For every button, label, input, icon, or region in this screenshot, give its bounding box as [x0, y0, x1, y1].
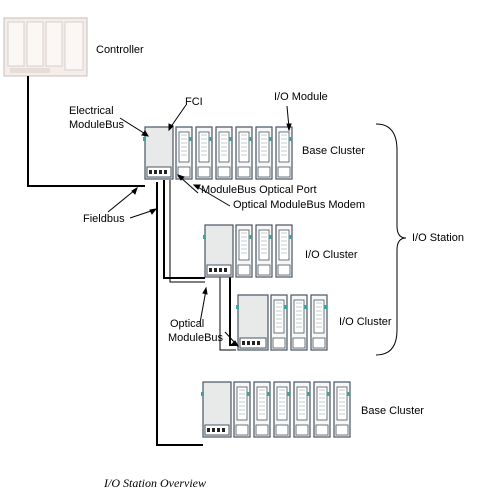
io-module — [290, 294, 308, 351]
io-module — [255, 224, 273, 278]
controller-label: Controller — [96, 44, 144, 56]
optical-modulebus-modem-label: Optical ModuleBus Modem — [233, 199, 365, 211]
controller-unit — [3, 17, 88, 77]
fci-unit — [203, 224, 234, 278]
io-cluster-1-label: I/O Cluster — [305, 249, 358, 261]
base-cluster-bottom — [201, 381, 351, 438]
base-cluster-bottom-label: Base Cluster — [361, 405, 424, 417]
io-module — [293, 381, 311, 438]
bus-wires — [27, 76, 240, 446]
base-cluster-top — [143, 126, 293, 180]
io-module — [273, 381, 291, 438]
io-module — [175, 126, 193, 180]
io-module — [195, 126, 213, 180]
io-module — [310, 294, 328, 351]
base-cluster-top-label: Base Cluster — [302, 145, 365, 157]
io-cluster-2 — [236, 294, 328, 351]
io-module — [270, 294, 288, 351]
io-module-label: I/O Module — [274, 91, 328, 103]
io-module — [255, 126, 273, 180]
io-module — [215, 126, 233, 180]
fci-label: FCI — [185, 96, 203, 108]
io-module — [233, 381, 251, 438]
io-module — [333, 381, 351, 438]
figure-caption: I/O Station Overview — [103, 476, 206, 490]
io-cluster-1 — [203, 224, 293, 278]
io-station-label: I/O Station — [412, 232, 464, 244]
optical-modulebus-label-2: ModuleBus — [168, 332, 224, 344]
io-module — [275, 126, 293, 180]
modulebus-optical-port-label: ModuleBus Optical Port — [201, 184, 317, 196]
electrical-modulebus-label-2: ModuleBus — [69, 119, 125, 131]
electrical-modulebus-label-1: Electrical — [69, 105, 114, 117]
io-module — [235, 126, 253, 180]
optical-modulebus-label-1: Optical — [170, 318, 204, 330]
pointer-arrows — [107, 104, 292, 347]
io-module — [313, 381, 331, 438]
fci-unit — [143, 126, 174, 180]
fci-unit — [201, 381, 232, 438]
io-module — [235, 224, 253, 278]
fci-unit — [236, 294, 269, 351]
io-cluster-2-label: I/O Cluster — [339, 316, 392, 328]
io-station-brace — [375, 123, 407, 356]
io-module — [275, 224, 293, 278]
fieldbus-label: Fieldbus — [83, 213, 125, 225]
io-module — [253, 381, 271, 438]
